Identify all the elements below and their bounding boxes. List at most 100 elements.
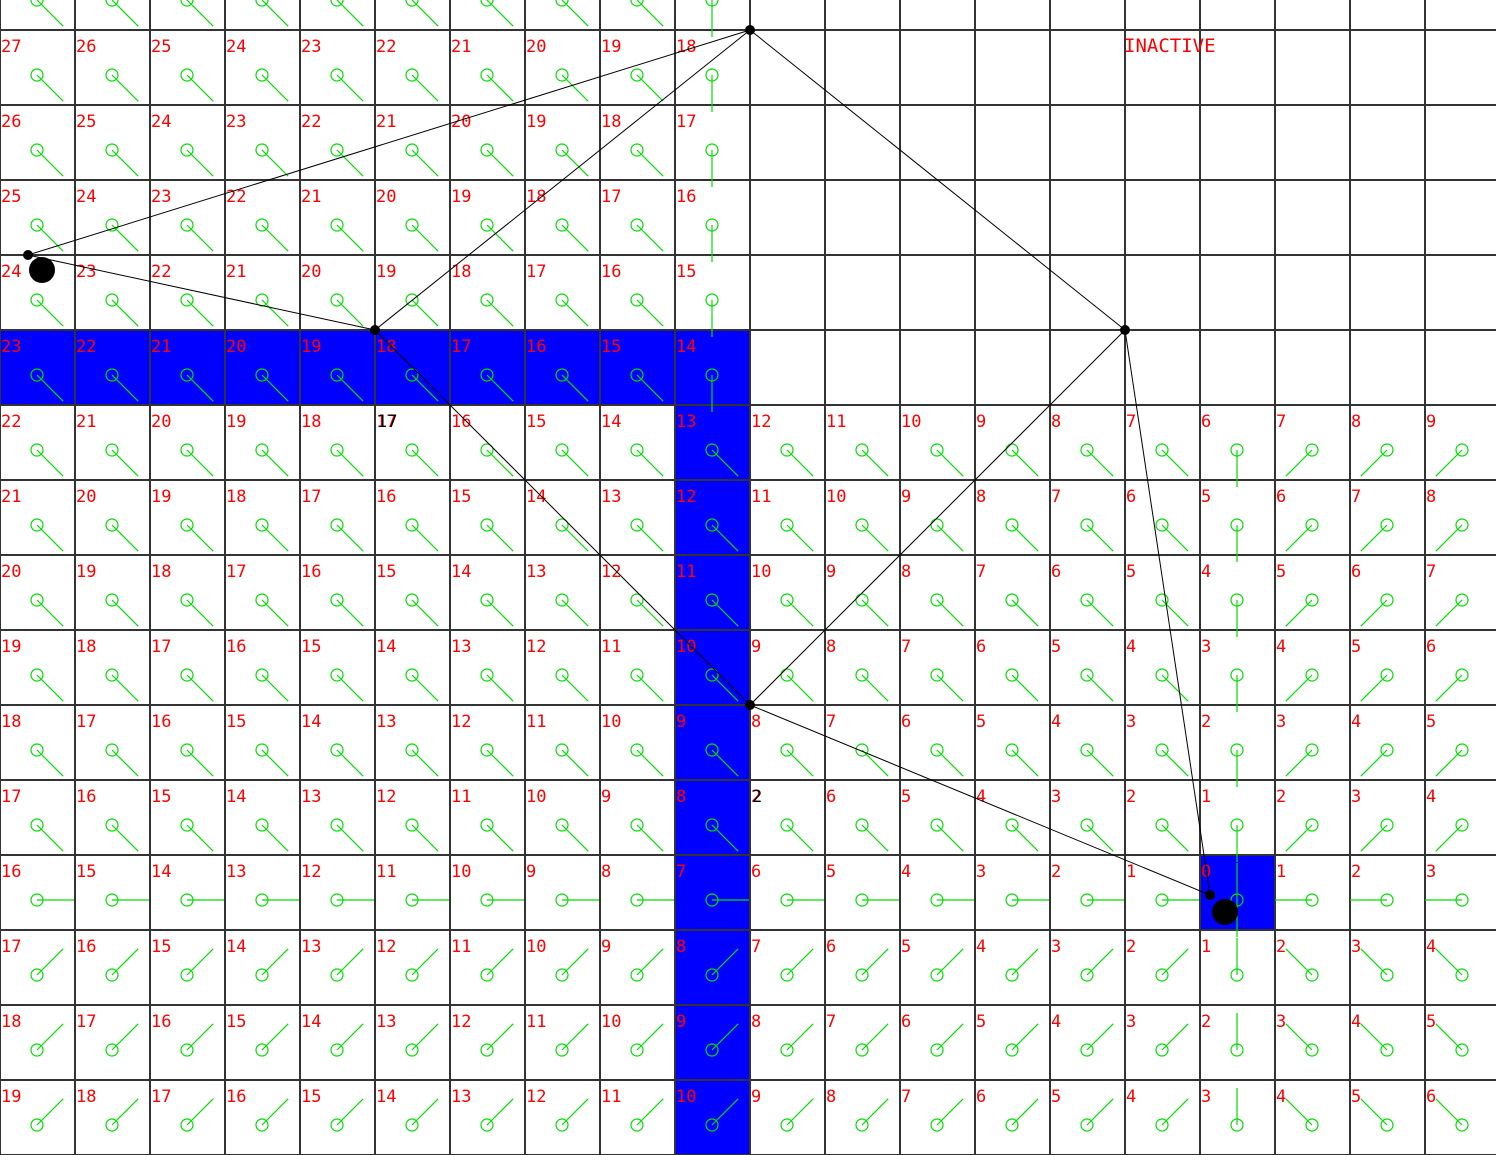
cost-label: 9 [1426,412,1436,432]
flow-vector-origin [555,1043,569,1057]
cost-label: 16 [226,637,246,657]
obstacle-cell[interactable] [675,705,750,780]
cost-label: 21 [226,262,246,282]
path-node[interactable] [1120,325,1130,335]
cost-label: 12 [376,787,396,807]
obstacle-cell[interactable] [675,855,750,930]
flow-vector-origin [555,968,569,982]
cost-label: 4 [1276,637,1286,657]
flow-vector-origin [480,1043,494,1057]
agent-marker[interactable] [29,257,55,283]
flow-vector-origin [855,968,869,982]
obstacle-cell[interactable] [675,480,750,555]
obstacle-cell[interactable] [450,330,525,405]
cost-label: 22 [76,337,96,357]
cost-label: 10 [676,637,696,657]
path-node[interactable] [370,325,380,335]
cost-label: 6 [976,637,986,657]
flow-vector-origin [555,443,569,457]
flow-vector-origin [1230,818,1244,832]
flow-vector-origin [855,743,869,757]
cost-label: 7 [676,862,686,882]
cost-label: 22 [151,262,171,282]
path-node[interactable] [745,25,755,35]
flow-vector-origin [1005,518,1019,532]
cost-label: 10 [901,412,921,432]
obstacle-cell[interactable] [675,780,750,855]
flow-vector-origin [555,518,569,532]
cost-label: 19 [301,337,321,357]
cost-label: 13 [376,712,396,732]
flow-vector-origin [1230,443,1244,457]
flow-vector-origin [330,743,344,757]
obstacle-cell[interactable] [675,1080,750,1155]
cost-label: 10 [751,562,771,582]
cost-label: 17 [376,412,396,432]
flow-vector-origin [180,518,194,532]
cost-label: 3 [1051,937,1061,957]
flow-vector-origin [1305,668,1319,682]
flow-vector-origin [1005,893,1019,907]
obstacle-cell[interactable] [150,330,225,405]
cost-label: 10 [601,1012,621,1032]
obstacle-cell[interactable] [675,555,750,630]
cost-label: 13 [301,937,321,957]
agent-marker[interactable] [1212,899,1238,925]
flow-vector-origin [180,893,194,907]
cost-label: 9 [601,937,611,957]
flow-vector-origin [480,593,494,607]
flow-vector-origin [1380,818,1394,832]
flow-vector-origin [1455,818,1469,832]
obstacle-cell[interactable] [300,330,375,405]
flow-vector-origin [780,743,794,757]
cost-label: 20 [76,487,96,507]
cost-label: 5 [1051,1087,1061,1107]
flow-vector-origin [780,668,794,682]
flow-vector-origin [480,68,494,82]
obstacle-cell[interactable] [675,405,750,480]
flow-vector-origin [1305,893,1319,907]
cost-label: 14 [301,1012,321,1032]
cost-label: 9 [826,562,836,582]
cost-label: 6 [1351,562,1361,582]
flow-vector-origin [330,143,344,157]
flow-vector-origin [105,743,119,757]
obstacle-cell[interactable] [225,330,300,405]
cost-label: 17 [151,637,171,657]
flow-vector-origin [930,1118,944,1132]
cost-label: 18 [1,1012,21,1032]
flow-vector-origin [1380,443,1394,457]
obstacle-cell[interactable] [675,930,750,1005]
flow-vector-origin [105,518,119,532]
flow-vector-origin [1305,443,1319,457]
obstacle-cell[interactable] [0,330,75,405]
flow-vector-origin [630,293,644,307]
path-node[interactable] [23,250,33,260]
flow-vector-origin [1005,1043,1019,1057]
flow-vector-origin [180,593,194,607]
cost-label: 11 [376,862,396,882]
flow-vector-origin [1380,593,1394,607]
flow-vector-origin [405,0,419,7]
cost-label: 4 [1426,787,1436,807]
path-node[interactable] [1205,890,1215,900]
obstacle-cell[interactable] [525,330,600,405]
cost-label: 17 [226,562,246,582]
cost-label: 2 [1276,787,1286,807]
path-node[interactable] [745,700,755,710]
cost-label: 18 [676,37,696,57]
flow-vector-origin [705,593,719,607]
flow-vector-origin [555,368,569,382]
obstacle-cell[interactable] [75,330,150,405]
obstacle-cell[interactable] [600,330,675,405]
flow-vector-origin [405,218,419,232]
cost-label: 20 [451,112,471,132]
flow-vector-origin [1080,593,1094,607]
flow-vector-origin [30,593,44,607]
flow-vector-origin [405,818,419,832]
obstacle-cell[interactable] [675,1005,750,1080]
cost-label: 10 [601,712,621,732]
flow-vector-origin [180,1043,194,1057]
